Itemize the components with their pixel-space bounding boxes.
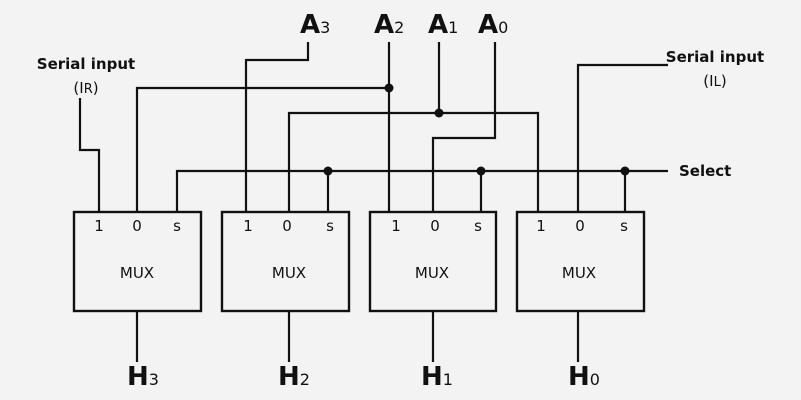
- wire-a2-to-mux3-pin0: [135, 86, 389, 212]
- wire-a3-to-mux2-pin1: [244, 42, 310, 212]
- pin-label: 1: [536, 217, 546, 235]
- input-label-a1: A1: [428, 10, 458, 40]
- pin-label: 0: [282, 217, 292, 235]
- pin-label: 1: [243, 217, 253, 235]
- output-label-h3: H3: [127, 362, 159, 392]
- serial-input-left-symbol: (IL): [703, 72, 726, 90]
- junction-dot: [323, 166, 333, 176]
- mux-box: [368, 210, 498, 313]
- pin-label: s: [326, 217, 334, 235]
- select-label: Select: [679, 162, 731, 180]
- junction-dot: [434, 108, 444, 118]
- mux-label: MUX: [120, 264, 154, 282]
- mux-h0: 1 0 s MUX: [515, 210, 646, 313]
- wires: [78, 42, 668, 362]
- pin-label: s: [173, 217, 181, 235]
- mux-box: [220, 210, 351, 313]
- pin-label: 1: [391, 217, 401, 235]
- wire-a0-to-mux1-pin0: [431, 42, 497, 212]
- pin-label: s: [474, 217, 482, 235]
- serial-input-right-symbol: (IR): [73, 79, 98, 97]
- input-label-a2: A2: [374, 10, 404, 40]
- serial-input-right-label: Serial input: [37, 55, 135, 73]
- pin-label: 0: [430, 217, 440, 235]
- pin-label: 1: [94, 217, 104, 235]
- mux-box: [515, 210, 646, 313]
- pin-label: 0: [132, 217, 142, 235]
- mux-label: MUX: [272, 264, 306, 282]
- wire-select-bus: [175, 169, 668, 212]
- output-label-h2: H2: [278, 362, 310, 392]
- pin-label: s: [620, 217, 628, 235]
- input-label-a3: A3: [300, 10, 330, 40]
- junctions: [323, 83, 630, 176]
- wire-serial-input-right: [78, 98, 101, 212]
- mux-label: MUX: [562, 264, 596, 282]
- junction-dot: [620, 166, 630, 176]
- output-label-h0: H0: [568, 362, 600, 392]
- pin-label: 0: [575, 217, 585, 235]
- serial-input-left-label: Serial input: [666, 48, 764, 66]
- mux-h1: 1 0 s MUX: [368, 210, 498, 313]
- mux-h2: 1 0 s MUX: [220, 210, 351, 313]
- input-label-a0: A0: [478, 10, 508, 40]
- wire-serial-input-left: [576, 63, 668, 212]
- wire-a1-to-mux2-pin0: [287, 111, 439, 212]
- mux-h3: 1 0 s MUX: [72, 210, 203, 313]
- output-label-h1: H1: [421, 362, 453, 392]
- junction-dot: [476, 166, 486, 176]
- mux-box: [72, 210, 203, 313]
- mux-label: MUX: [415, 264, 449, 282]
- junction-dot: [384, 83, 394, 93]
- wire-a1-to-mux0-pin1: [439, 111, 540, 212]
